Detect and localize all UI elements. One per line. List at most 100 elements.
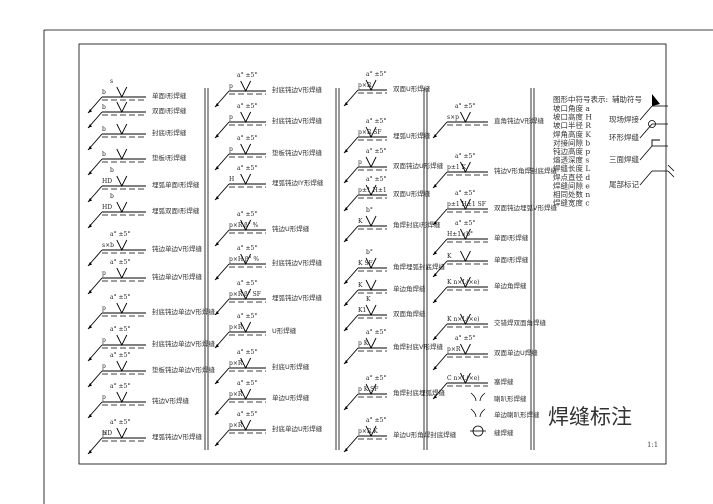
weld-label: U形焊缝	[272, 326, 297, 335]
arrow-icon	[88, 171, 92, 175]
weld-annotation: K	[358, 282, 363, 289]
weld-annotation: s×b	[102, 242, 114, 249]
arrow-icon	[215, 344, 219, 348]
weld-annotation: a° ±5°	[455, 153, 475, 160]
legend-item: 焊点直径 d	[553, 172, 590, 182]
weld-symbol: 喇叭形焊缝	[470, 392, 527, 403]
weld-groove-icon	[116, 201, 128, 214]
weld-label: 垫板I形焊缝	[152, 153, 187, 162]
weld-label: 封底I形焊缝	[152, 128, 187, 137]
weld-label: 钝边V形角焊封底焊缝	[494, 166, 557, 175]
weld-groove-icon	[365, 425, 377, 438]
arrow-icon	[88, 383, 92, 387]
arrow-icon	[88, 262, 92, 266]
arrow-icon	[433, 221, 437, 225]
aux-leader-line	[639, 145, 653, 161]
weld-annotation: a° ±5°	[110, 419, 130, 426]
weld-groove-icon	[460, 161, 471, 174]
weld-groove-icon	[116, 148, 128, 161]
weld-annotation: b	[102, 89, 106, 96]
weld-symbol: 单边喇叭形焊缝	[470, 408, 540, 419]
weld-annotation: b	[102, 126, 106, 133]
arrow-icon	[344, 302, 348, 306]
weld-label: 埋弧钝边IY形焊缝	[272, 178, 324, 187]
weld-annotation: p×R K	[358, 428, 378, 435]
weld-label: 双面单边U焊缝	[494, 348, 538, 357]
tail-mark-icon	[667, 164, 675, 178]
weld-label: 角焊埋弧封底焊缝	[393, 262, 446, 271]
weld-label: 单面I形焊缝	[494, 255, 529, 264]
arrow-icon	[88, 414, 92, 418]
weld-annotation: a° ±5°	[237, 411, 257, 418]
weld-groove-icon	[460, 313, 471, 326]
weld-annotation: p	[102, 394, 106, 401]
weld-groove-icon	[460, 250, 471, 263]
legend-item: 相同处数 n	[553, 189, 590, 199]
weld-label: 埋弧单面I形焊缝	[152, 180, 200, 189]
weld-groove-icon	[116, 360, 128, 373]
arrow-icon	[88, 124, 92, 128]
arrow-icon	[344, 406, 348, 410]
weld-groove-icon	[365, 156, 377, 169]
weld-annotation: K n×L(×e)	[447, 279, 480, 286]
weld-annotation: HD	[102, 430, 112, 437]
weld-symbol: C n×L(×e)塞焊缝	[432, 372, 514, 400]
weld-annotation: a° ±5°	[237, 245, 257, 252]
arrow-icon	[344, 149, 348, 153]
weld-label: 单边U形焊缝	[272, 393, 310, 402]
arrow-icon	[215, 134, 219, 138]
weld-groove-icon	[365, 79, 377, 92]
weld-annotation: p	[102, 363, 106, 370]
weld-annotation: a° ±5°	[110, 326, 130, 333]
arrow-icon	[433, 336, 437, 340]
weld-annotation: p×R	[447, 346, 461, 353]
weld-annotation: p	[358, 159, 362, 166]
weld-groove-icon	[240, 80, 252, 93]
arrow-icon	[88, 198, 92, 202]
weld-symbol: a° ±5°H±1×b°单面I形焊缝	[432, 220, 529, 256]
weld-annotation: a° ±5°	[237, 165, 257, 172]
arrow-icon	[433, 395, 437, 399]
weld-annotation: p×R β° %	[229, 222, 259, 229]
weld-annotation: p×R SF	[358, 129, 382, 136]
weld-label: 钝边单边V形焊缝	[152, 244, 202, 253]
weld-groove-icon	[116, 302, 128, 315]
weld-groove-icon	[240, 143, 252, 156]
weld-label: 钝边单边V形焊缝	[152, 272, 202, 281]
weld-annotation: p±1 H±1 SF	[447, 201, 486, 208]
weld-label: 单面I形焊缝	[494, 233, 529, 242]
weld-symbol: K n×L(×e)单边角焊缝	[432, 276, 527, 304]
weld-annotation: a° ±5°	[110, 352, 130, 359]
weld-annotation: a° ±5°	[237, 280, 257, 287]
weld-symbol: 缝焊缝	[470, 425, 514, 437]
aux-symbol-label: 现场焊接	[609, 114, 639, 124]
arrow-icon	[215, 411, 219, 415]
weld-groove-icon	[460, 343, 471, 356]
weld-annotation: a° ±5°	[237, 103, 257, 110]
weld-label: 封底单边U形焊缝	[272, 424, 323, 433]
arrow-icon	[433, 251, 437, 255]
weld-annotation: p	[229, 83, 233, 90]
weld-groove-icon	[116, 391, 128, 404]
